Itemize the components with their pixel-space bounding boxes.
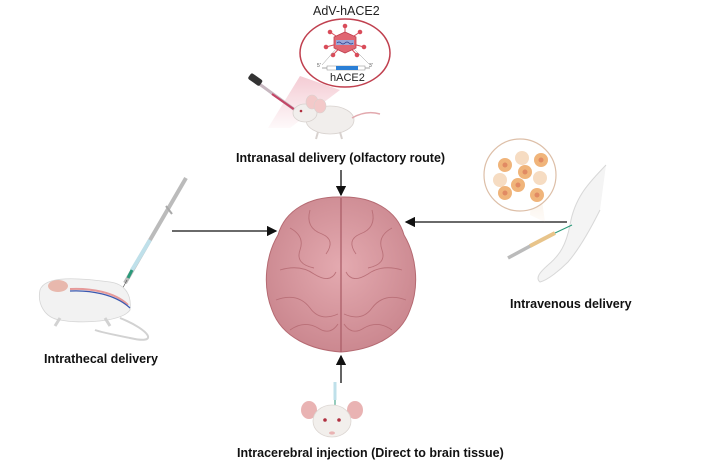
gene-cassette bbox=[322, 65, 370, 71]
three-prime-label: 3' bbox=[369, 63, 373, 69]
adenovirus-icon bbox=[321, 23, 371, 66]
cells-icon bbox=[493, 151, 548, 202]
syringe-icon bbox=[117, 176, 188, 298]
label-intravenous: Intravenous delivery bbox=[510, 297, 632, 311]
gene-label: hACE2 bbox=[330, 72, 365, 84]
five-prime-label: 5' bbox=[317, 63, 321, 69]
intracerebral-mouse-illustration bbox=[301, 382, 363, 438]
label-intranasal: Intranasal delivery (olfactory route) bbox=[236, 151, 446, 165]
intravenous-arm-illustration bbox=[483, 138, 607, 283]
intranasal-mouse-illustration bbox=[248, 73, 381, 140]
vector-bubble bbox=[268, 18, 391, 128]
brain-illustration bbox=[265, 196, 417, 353]
intrathecal-rat-illustration bbox=[38, 176, 188, 341]
vector-title: AdV-hACE2 bbox=[313, 4, 380, 18]
label-intracerebral: Intracerebral injection (Direct to brain… bbox=[237, 446, 504, 460]
label-intrathecal: Intrathecal delivery bbox=[44, 352, 158, 366]
pipette-icon bbox=[248, 73, 296, 112]
